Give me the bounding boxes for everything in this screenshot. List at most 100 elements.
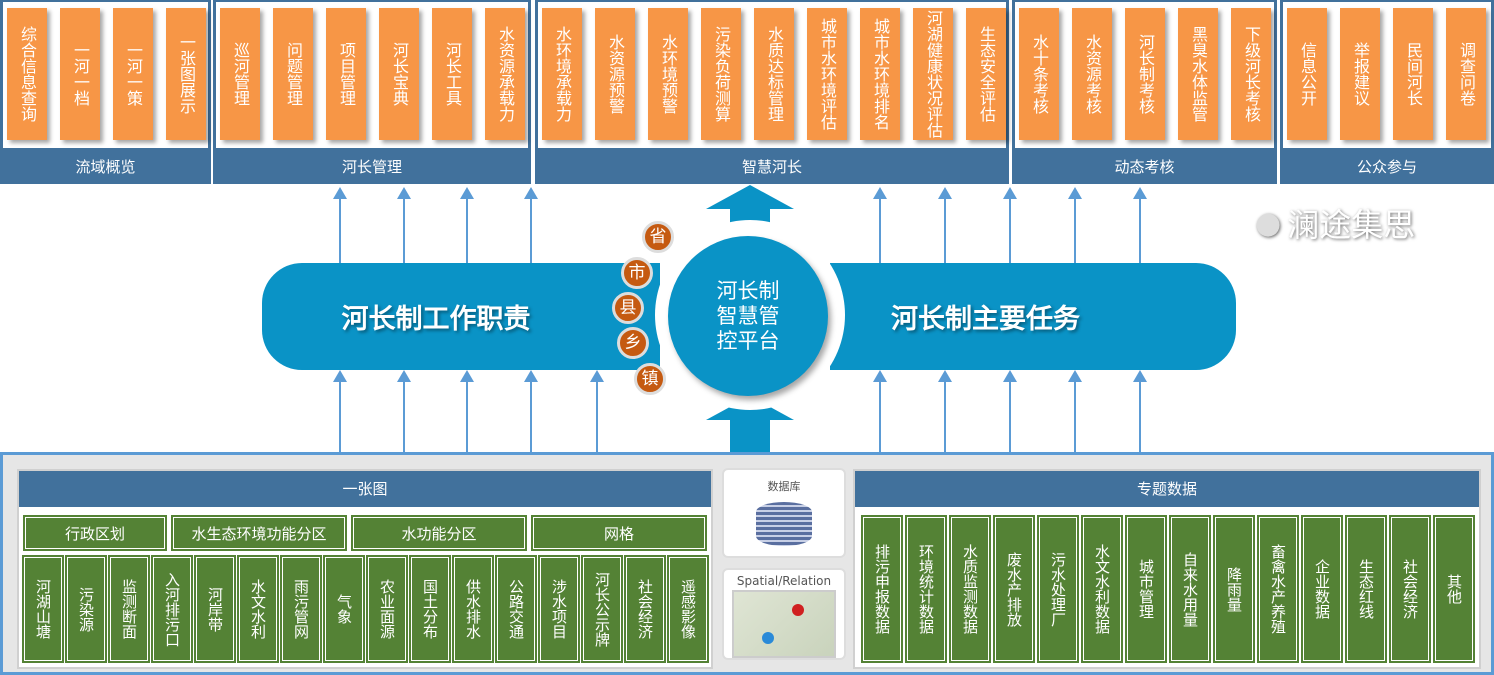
map-layer-item[interactable]: 河长公示牌 <box>581 555 623 663</box>
thematic-item[interactable]: 其他 <box>1433 515 1475 663</box>
arrow-up <box>1003 370 1017 454</box>
thematic-item[interactable]: 畜禽水产养殖 <box>1257 515 1299 663</box>
arrow-up <box>333 370 347 454</box>
thematic-item[interactable]: 污水处理厂 <box>1037 515 1079 663</box>
zone-item[interactable]: 水功能分区 <box>351 515 527 551</box>
function-button[interactable]: 水环境承载力 <box>542 8 582 140</box>
function-button[interactable]: 城市水环境排名 <box>860 8 900 140</box>
arrow-up <box>1133 187 1147 265</box>
function-button[interactable]: 信息公开 <box>1287 8 1327 140</box>
function-button[interactable]: 一河一策 <box>113 8 153 140</box>
function-button[interactable]: 一河一档 <box>60 8 100 140</box>
tasks-title: 河长制主要任务 <box>891 304 1080 335</box>
map-layer-item[interactable]: 雨污管网 <box>280 555 322 663</box>
map-layer-item[interactable]: 监测断面 <box>108 555 150 663</box>
duties-title: 河长制工作职责 <box>341 304 531 335</box>
map-layer-item[interactable]: 国土分布 <box>409 555 451 663</box>
map-layer-item[interactable]: 河岸带 <box>194 555 236 663</box>
platform-circle: 河长制智慧管控平台 <box>668 236 828 396</box>
map-title: 一张图 <box>19 471 711 507</box>
function-button[interactable]: 问题管理 <box>273 8 313 140</box>
spatial-label: Spatial/Relation <box>736 574 832 588</box>
thematic-item[interactable]: 环境统计数据 <box>905 515 947 663</box>
thematic-item[interactable]: 企业数据 <box>1301 515 1343 663</box>
map-layer-item[interactable]: 供水排水 <box>452 555 494 663</box>
thematic-item[interactable]: 水文水利数据 <box>1081 515 1123 663</box>
function-button[interactable]: 民间河长 <box>1393 8 1433 140</box>
group-label[interactable]: 流域概览 <box>75 158 136 176</box>
group-items: 水环境承载力水资源预警水环境预警污染负荷测算水质达标管理城市水环境评估城市水环境… <box>538 2 1006 148</box>
map-layer-item[interactable]: 公路交通 <box>495 555 537 663</box>
function-group: 巡河管理问题管理项目管理河长宝典河长工具水资源承载力河长管理 <box>213 0 531 184</box>
function-button[interactable]: 举报建议 <box>1340 8 1380 140</box>
thematic-item[interactable]: 自来水用量 <box>1169 515 1211 663</box>
level-town: 镇 <box>634 363 666 395</box>
function-button[interactable]: 项目管理 <box>326 8 366 140</box>
map-layer-item[interactable]: 遥感影像 <box>667 555 709 663</box>
map-layer-item[interactable]: 水文水利 <box>237 555 279 663</box>
arrow-up <box>524 187 538 265</box>
function-button[interactable]: 水质达标管理 <box>754 8 794 140</box>
function-button[interactable]: 水环境预警 <box>648 8 688 140</box>
map-layer-item[interactable]: 污染源 <box>65 555 107 663</box>
zone-item[interactable]: 行政区划 <box>23 515 167 551</box>
function-button[interactable]: 水资源预警 <box>595 8 635 140</box>
map-layer-item[interactable]: 涉水项目 <box>538 555 580 663</box>
arrow-up <box>938 187 952 265</box>
function-button[interactable]: 调查问卷 <box>1446 8 1486 140</box>
map-layer-item[interactable]: 气象 <box>323 555 365 663</box>
group-label[interactable]: 智慧河长 <box>741 158 802 176</box>
function-button[interactable]: 污染负荷测算 <box>701 8 741 140</box>
arrow-up <box>1068 370 1082 454</box>
arrow-up <box>873 187 887 265</box>
function-button[interactable]: 水十条考核 <box>1019 8 1059 140</box>
database-card: 数据库 <box>722 468 846 558</box>
thematic-item[interactable]: 生态红线 <box>1345 515 1387 663</box>
group-items: 综合信息查询一河一档一河一策一张图展示 <box>3 2 208 148</box>
thematic-title: 专题数据 <box>855 471 1479 507</box>
map-layer-item[interactable]: 社会经济 <box>624 555 666 663</box>
function-button[interactable]: 河湖健康状况评估 <box>913 8 953 140</box>
function-button[interactable]: 下级河长考核 <box>1231 8 1271 140</box>
platform-title: 河长制智慧管控平台 <box>716 278 780 353</box>
arrow-up <box>397 187 411 265</box>
thematic-item[interactable]: 降雨量 <box>1213 515 1255 663</box>
function-button[interactable]: 水资源承载力 <box>485 8 525 140</box>
arrow-up <box>524 370 538 454</box>
function-button[interactable]: 城市水环境评估 <box>807 8 847 140</box>
thematic-item[interactable]: 废水产排放 <box>993 515 1035 663</box>
function-button[interactable]: 黑臭水体监管 <box>1178 8 1218 140</box>
level-province: 省 <box>642 221 674 253</box>
thematic-item[interactable]: 社会经济 <box>1389 515 1431 663</box>
thematic-item[interactable]: 排污申报数据 <box>861 515 903 663</box>
watermark: ●澜途集思 <box>1255 200 1415 246</box>
map-layer-item[interactable]: 河湖山塘 <box>22 555 64 663</box>
function-group: 水十条考核水资源考核河长制考核黑臭水体监管下级河长考核动态考核 <box>1012 0 1277 184</box>
wechat-icon: ● <box>1255 205 1282 241</box>
arrow-up <box>333 187 347 265</box>
thematic-item[interactable]: 城市管理 <box>1125 515 1167 663</box>
map-thumbnail-icon <box>732 590 836 658</box>
function-button[interactable]: 水资源考核 <box>1072 8 1112 140</box>
duties-banner: 河长制工作职责 <box>262 263 660 370</box>
arrow-up <box>1003 187 1017 265</box>
zone-item[interactable]: 水生态环境功能分区 <box>171 515 347 551</box>
group-items: 信息公开举报建议民间河长调查问卷 <box>1283 2 1491 148</box>
function-button[interactable]: 河长宝典 <box>379 8 419 140</box>
map-layer-item[interactable]: 农业面源 <box>366 555 408 663</box>
function-button[interactable]: 河长工具 <box>432 8 472 140</box>
function-group: 信息公开举报建议民间河长调查问卷公众参与 <box>1280 0 1494 184</box>
function-button[interactable]: 巡河管理 <box>220 8 260 140</box>
function-group: 综合信息查询一河一档一河一策一张图展示流域概览 <box>0 0 211 184</box>
group-label[interactable]: 动态考核 <box>1114 158 1175 176</box>
group-label[interactable]: 公众参与 <box>1356 158 1417 176</box>
function-button[interactable]: 一张图展示 <box>166 8 206 140</box>
arrow-up <box>460 187 474 265</box>
function-button[interactable]: 河长制考核 <box>1125 8 1165 140</box>
function-button[interactable]: 生态安全评估 <box>966 8 1006 140</box>
group-label[interactable]: 河长管理 <box>341 158 402 176</box>
map-layer-item[interactable]: 入河排污口 <box>151 555 193 663</box>
thematic-item[interactable]: 水质监测数据 <box>949 515 991 663</box>
zone-item[interactable]: 网格 <box>531 515 707 551</box>
function-button[interactable]: 综合信息查询 <box>7 8 47 140</box>
